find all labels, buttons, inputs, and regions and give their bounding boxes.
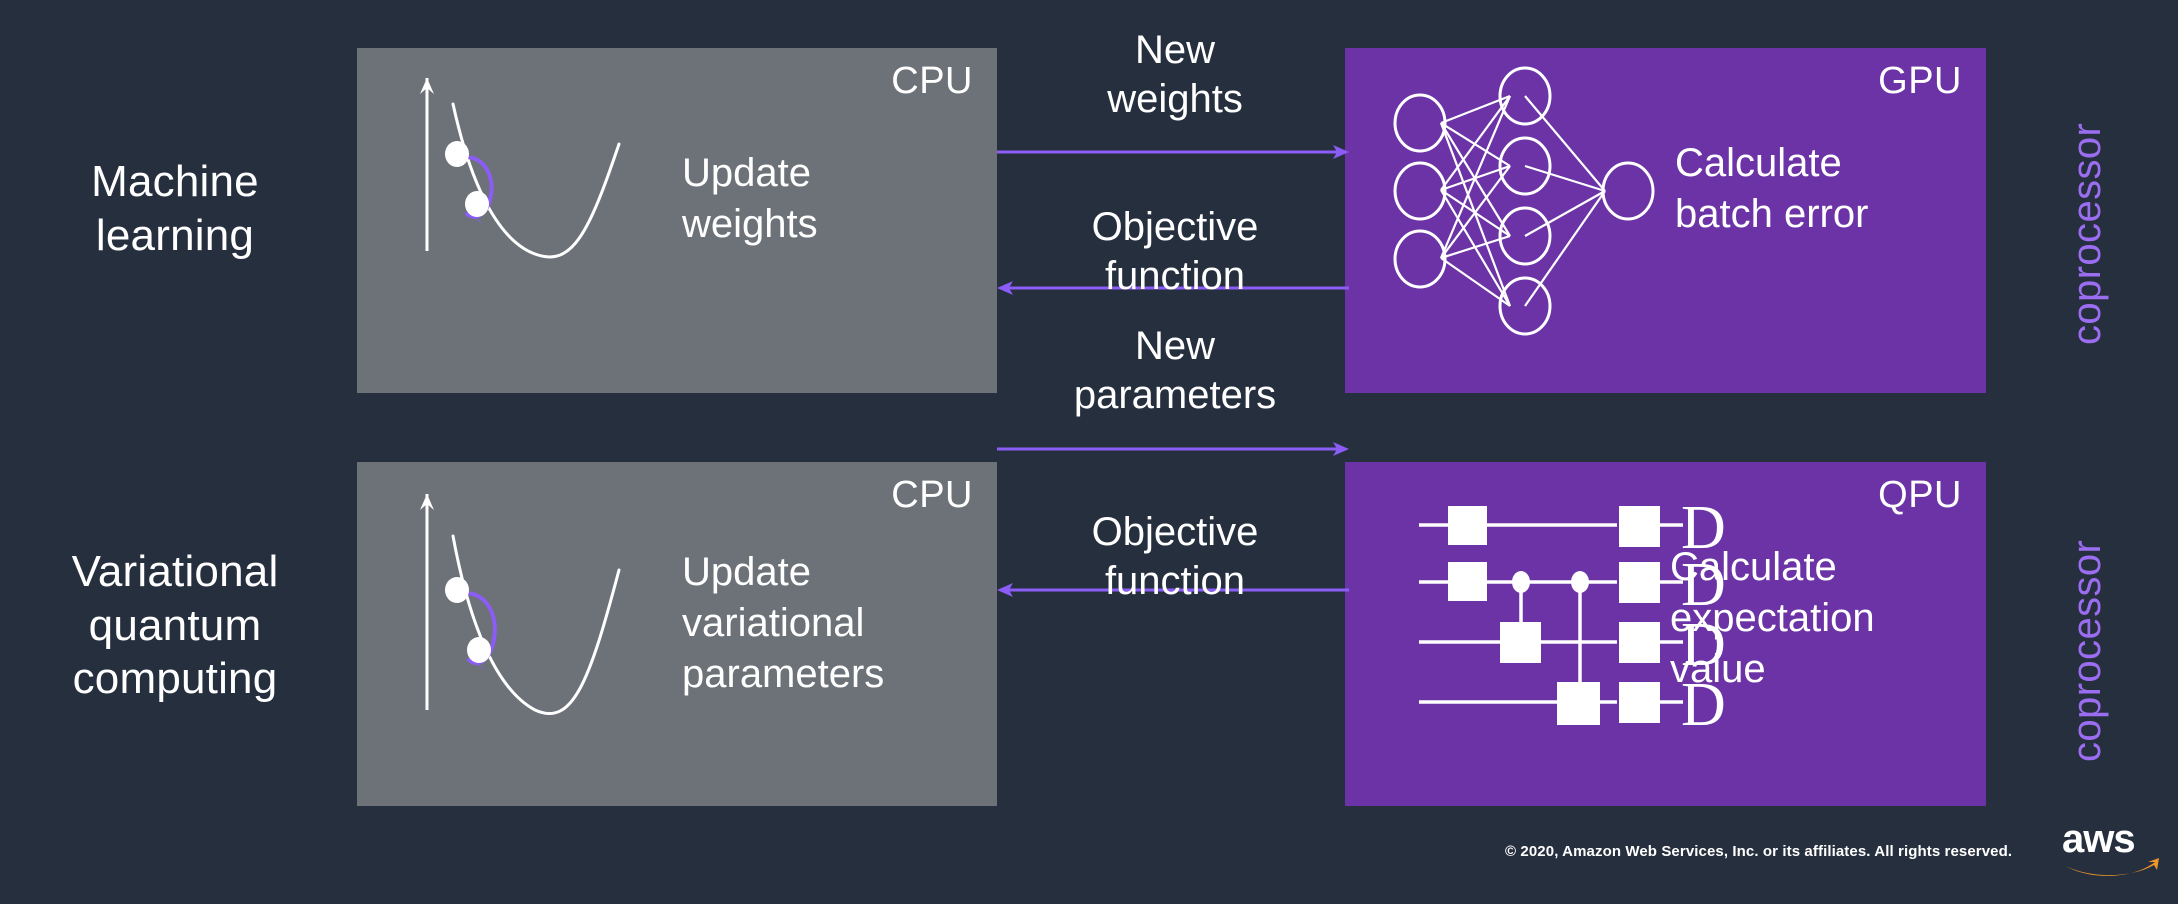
- copyright-text: © 2020, Amazon Web Services, Inc. or its…: [1505, 843, 2013, 860]
- svg-text:D: D: [1681, 494, 1726, 562]
- aws-logo: aws: [2062, 818, 2159, 876]
- svg-text:D: D: [1681, 611, 1726, 679]
- svg-text:aws: aws: [2062, 818, 2135, 861]
- arrow-qpu-to-cpu: [997, 583, 1349, 597]
- quantum-circuit-icon: D D D D: [1419, 494, 1726, 739]
- panel-tag-gpu: GPU: [1878, 60, 1962, 102]
- side-label-coprocessor-vqc: coprocessor: [2065, 539, 2109, 762]
- loss-curve-gradient-descent-icon: [420, 494, 621, 716]
- panel-tag-qpu: QPU: [1878, 474, 1962, 516]
- svg-text:D: D: [1681, 551, 1726, 619]
- arrow-cpu-to-qpu: [997, 442, 1349, 456]
- arrow-cpu-to-gpu: [997, 145, 1349, 159]
- svg-text:D: D: [1681, 671, 1726, 739]
- loss-curve-gradient-descent-icon: [420, 78, 621, 259]
- panel-tag-cpu: CPU: [891, 474, 973, 516]
- panel-tag-cpu: CPU: [891, 60, 973, 102]
- neural-network-icon: [1393, 66, 1655, 336]
- panel-qpu-variational-quantum: QPU: [1345, 462, 1986, 806]
- arrow-gpu-to-cpu: [997, 281, 1349, 295]
- side-label-coprocessor-ml: coprocessor: [2065, 122, 2109, 345]
